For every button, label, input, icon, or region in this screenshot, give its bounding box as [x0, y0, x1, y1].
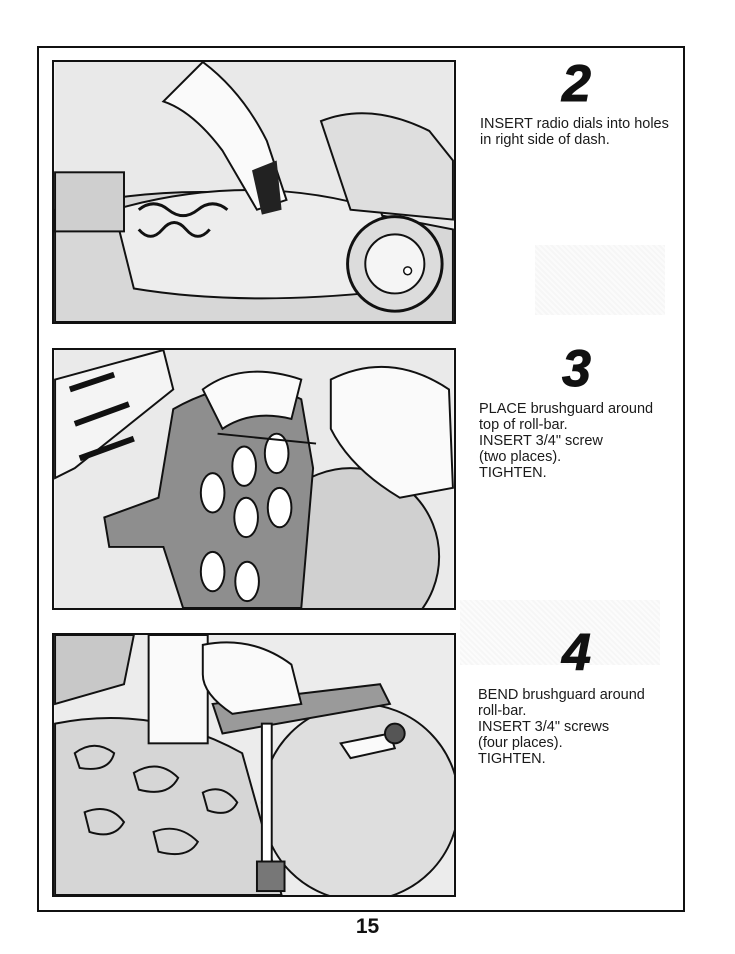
step-3-illustration [52, 348, 456, 610]
instruction-line: TIGHTEN. [479, 465, 547, 481]
instruction-line: INSERT 3/4" screw [479, 433, 603, 449]
step-instructions: PLACE brushguard around top of roll-bar.… [479, 401, 653, 481]
instruction-line: top of roll-bar. [479, 417, 568, 433]
step-number: 4 [562, 624, 592, 682]
screwdriver-illustration [54, 635, 454, 895]
page-number: 15 [355, 915, 380, 938]
instruction-line: INSERT 3/4" screws [478, 719, 610, 735]
radio-dial-illustration [54, 62, 454, 322]
instruction-line: roll-bar. [478, 703, 527, 719]
page-frame [37, 46, 685, 912]
instruction-line: PLACE brushguard around [479, 401, 654, 417]
step-instructions: BEND brushguard around roll-bar. INSERT … [478, 687, 645, 767]
instruction-line: TIGHTEN. [478, 751, 546, 767]
step-number: 3 [562, 340, 592, 398]
instruction-line: (four places). [478, 735, 563, 751]
step-2-illustration [52, 60, 456, 324]
step-instructions: INSERT radio dials into holes in right s… [480, 116, 669, 148]
background-print-mark [535, 245, 665, 315]
step-4-illustration [52, 633, 456, 897]
background-print-mark [460, 600, 660, 665]
instruction-line: in right side of dash. [480, 132, 610, 148]
instruction-line: BEND brushguard around [478, 687, 645, 703]
instruction-line: (two places). [479, 449, 562, 465]
step-number: 2 [562, 55, 592, 113]
instruction-line: INSERT radio dials into holes [480, 116, 669, 132]
brushguard-illustration [54, 350, 454, 608]
